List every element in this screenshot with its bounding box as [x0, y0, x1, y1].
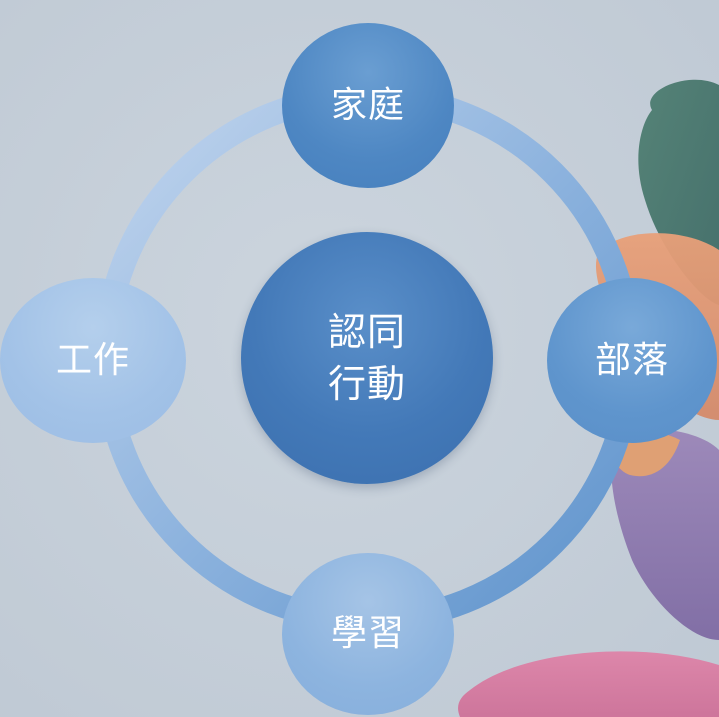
center-label-line2: 行動: [327, 362, 406, 406]
node-family: 家庭: [282, 23, 454, 188]
node-learning: 學習: [282, 553, 454, 715]
node-family-label: 家庭: [330, 84, 405, 126]
node-work-label: 工作: [55, 339, 130, 381]
node-tribe-label: 部落: [594, 339, 669, 381]
center-label: 認同 行動: [328, 306, 406, 410]
node-work: 工作: [0, 278, 186, 443]
node-tribe: 部落: [547, 278, 717, 443]
center-node: 認同 行動: [241, 232, 493, 484]
center-label-line1: 認同: [327, 310, 406, 354]
node-learning-label: 學習: [330, 613, 405, 654]
